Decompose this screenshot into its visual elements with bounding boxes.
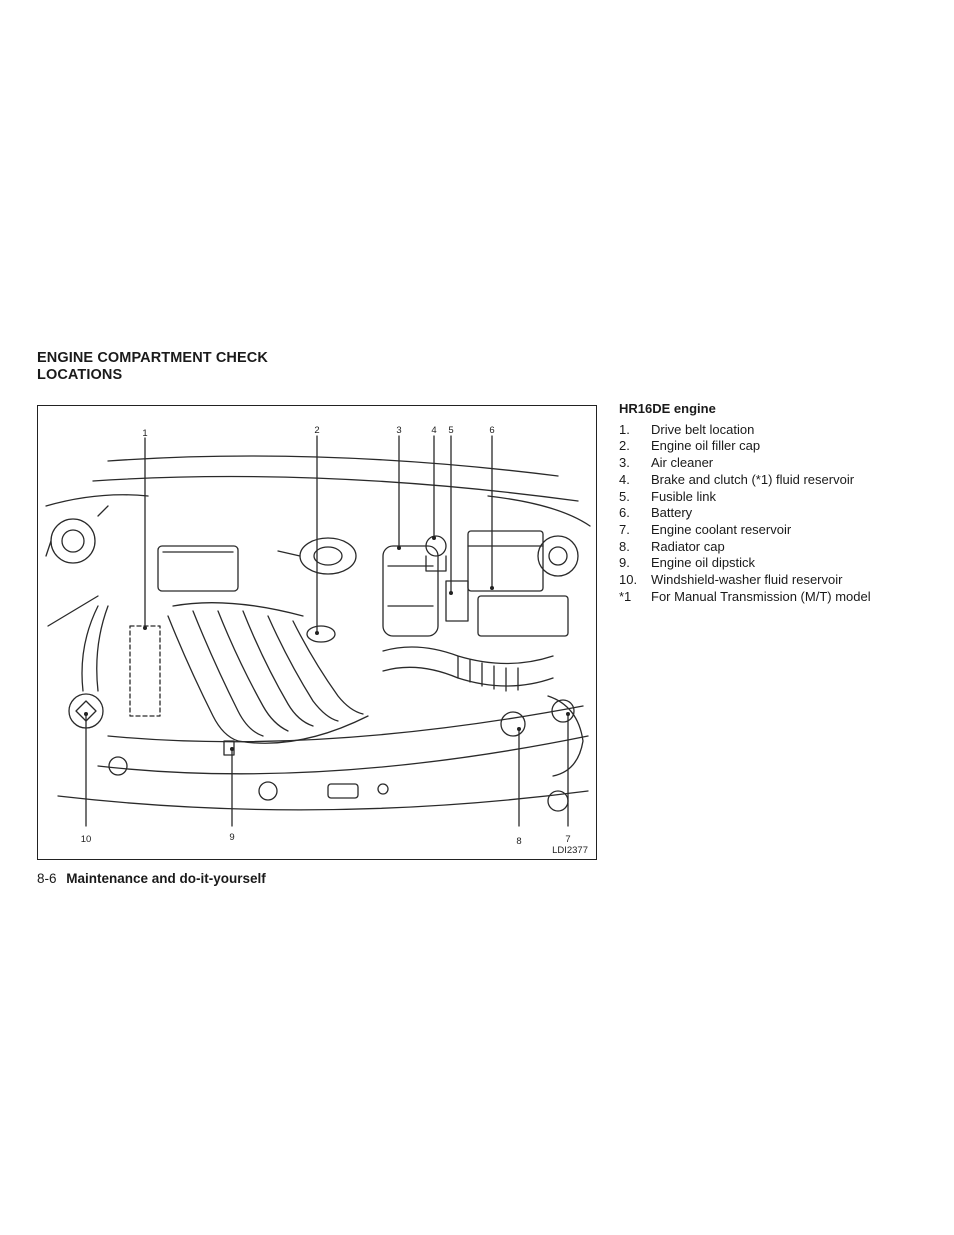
legend-item-number: 5. xyxy=(619,488,630,504)
legend-item: 3. Air cleaner xyxy=(619,455,939,472)
legend-item: 5. Fusible link xyxy=(619,489,939,506)
callout-1: 1 xyxy=(142,428,148,439)
chapter-title: Maintenance and do-it-yourself xyxy=(66,871,266,886)
callout-8: 8 xyxy=(516,836,522,847)
figure-code: LDI2377 xyxy=(552,845,588,856)
legend-footnote-text: For Manual Transmission (M/T) model xyxy=(651,588,871,604)
legend-item-text: Battery xyxy=(651,505,693,521)
legend-item: 7. Engine coolant reservoir xyxy=(619,522,939,539)
callout-7: 7 xyxy=(565,834,571,845)
callout-2: 2 xyxy=(314,425,320,436)
legend: HR16DE engine 1. Drive belt location 2. En… xyxy=(619,401,939,605)
legend-title: HR16DE engine xyxy=(619,401,716,416)
callout-10: 10 xyxy=(80,834,92,845)
legend-item: 8. Radiator cap xyxy=(619,539,939,556)
legend-item-text: Windshield-washer fluid reservoir xyxy=(651,572,843,588)
legend-item: 1. Drive belt location xyxy=(619,422,939,439)
legend-item-number: 3. xyxy=(619,455,630,471)
legend-item: 9. Engine oil dipstick xyxy=(619,555,939,572)
callout-5: 5 xyxy=(448,425,454,436)
engine-line-drawing xyxy=(45,435,591,827)
legend-item: 6. Battery xyxy=(619,505,939,522)
legend-item-text: Air cleaner xyxy=(651,455,714,471)
section-title-line-1: ENGINE COMPARTMENT CHECK xyxy=(37,350,268,366)
legend-item-number: 8. xyxy=(619,538,630,554)
engine-compartment-figure: 1 2 3 4 5 6 7 8 9 10 LDI2377 xyxy=(37,405,597,860)
legend-item-text: Drive belt location xyxy=(651,421,755,437)
callout-6: 6 xyxy=(489,425,495,436)
legend-item-number: 7. xyxy=(619,521,630,537)
section-title-line-2: LOCATIONS xyxy=(37,367,123,383)
legend-item-number: 10. xyxy=(619,572,638,588)
legend-item-number: 4. xyxy=(619,471,630,487)
legend-item: 10. Windshield-washer fluid reservoir xyxy=(619,572,939,589)
callout-9: 9 xyxy=(229,832,235,843)
legend-item-text: Radiator cap xyxy=(651,538,725,554)
callout-4: 4 xyxy=(431,425,437,436)
page-number: 8-6 xyxy=(37,871,57,886)
page-footer: 8-6 Maintenance and do-it-yourself xyxy=(37,871,266,886)
callout-3: 3 xyxy=(396,425,402,436)
legend-item-number: 9. xyxy=(619,555,630,571)
legend-item-text: Engine coolant reservoir xyxy=(651,521,792,537)
legend-item-text: Brake and clutch (*1) fluid reservoir xyxy=(651,471,855,487)
legend-item-number: 1. xyxy=(619,421,630,437)
legend-item: 2. Engine oil filler cap xyxy=(619,438,939,455)
legend-item-text: Fusible link xyxy=(651,488,717,504)
legend-item-text: Engine oil filler cap xyxy=(651,438,761,454)
legend-item-number: 6. xyxy=(619,505,630,521)
legend-footnote-mark: *1 xyxy=(619,588,632,604)
legend-footnote: *1 For Manual Transmission (M/T) model xyxy=(619,589,939,606)
legend-item-text: Engine oil dipstick xyxy=(651,555,756,571)
legend-item: 4. Brake and clutch (*1) fluid reservoir xyxy=(619,472,939,489)
section-title: ENGINE COMPARTMENT CHECK LOCATIONS xyxy=(37,350,357,384)
legend-item-number: 2. xyxy=(619,438,630,454)
